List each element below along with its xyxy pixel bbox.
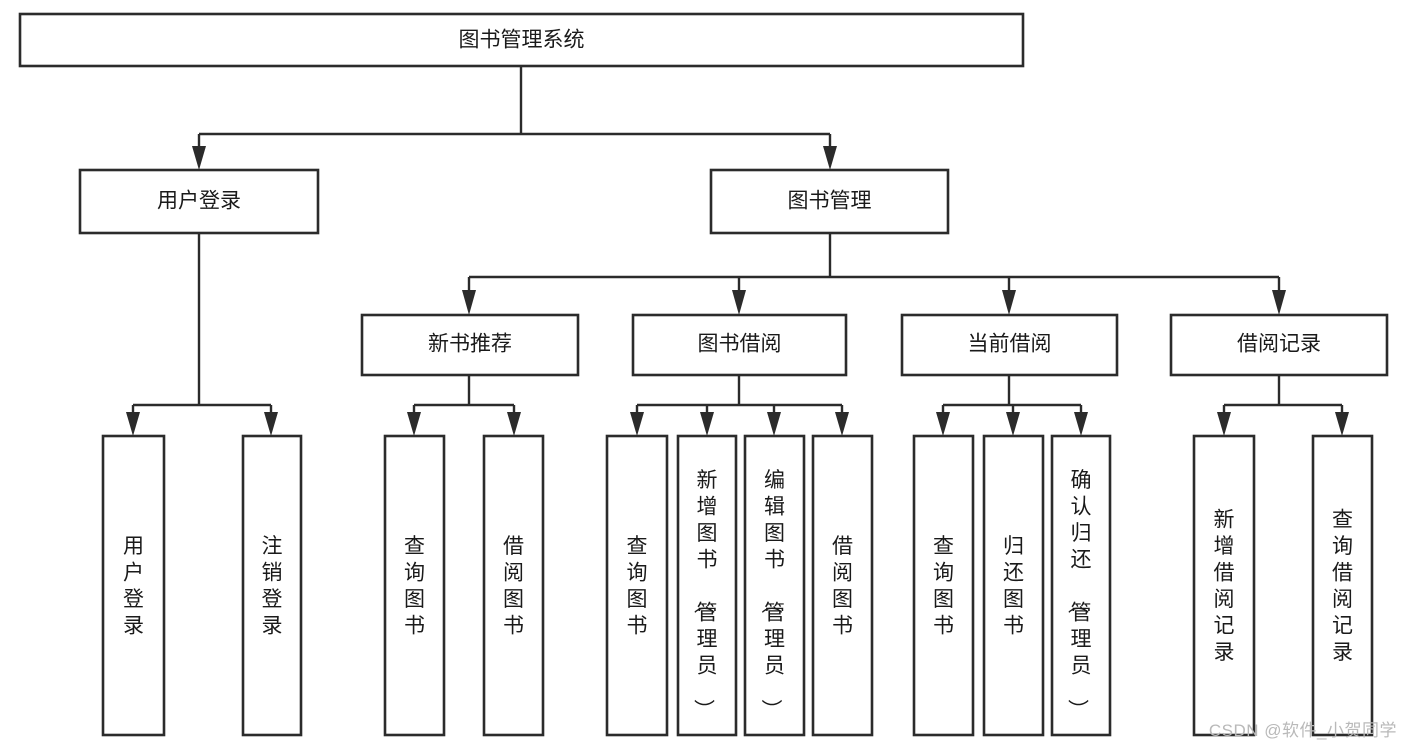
node-root-label: 图书管理系统 <box>459 29 585 52</box>
leaf-edit-book-admin-label: 编辑图书（管理员） <box>759 469 785 720</box>
leaf-borrow-book[interactable]: 借阅图书 <box>811 434 874 737</box>
connector-newbook-to-leaves <box>407 375 521 436</box>
arrow-head-icon <box>1272 290 1286 315</box>
leaf-borrow-book-rec-box[interactable] <box>482 434 545 737</box>
leaf-edit-book-admin[interactable]: 编辑图书（管理员） <box>743 434 806 737</box>
connector-userlogin-to-leaves <box>126 233 278 436</box>
leaf-add-book-admin-label: 新增图书（管理员） <box>692 469 718 720</box>
connector-root-to-level2 <box>192 66 837 170</box>
node-current-borrow-label: 当前借阅 <box>968 333 1052 356</box>
leaf-query-borrow-record-label: 查询借阅记录 <box>1332 509 1353 665</box>
arrow-head-icon <box>462 290 476 315</box>
arrow-head-icon <box>732 290 746 315</box>
connector-bookmanage-to-level3 <box>462 233 1286 315</box>
arrow-head-icon <box>126 412 140 436</box>
leaf-query-book-borrow-label: 查询图书 <box>627 535 648 638</box>
node-user-login[interactable]: 用户登录 <box>78 168 320 235</box>
arrow-head-icon <box>1002 290 1016 315</box>
leaf-borrow-book-rec[interactable]: 借阅图书 <box>482 434 545 737</box>
node-borrow-record-label: 借阅记录 <box>1237 333 1321 356</box>
node-current-borrow[interactable]: 当前借阅 <box>900 313 1119 377</box>
leaf-add-borrow-record-box[interactable] <box>1192 434 1256 737</box>
leaf-confirm-return-label: 确认归还（管理员） <box>1066 469 1092 720</box>
leaf-query-book-rec-label: 查询图书 <box>404 535 425 638</box>
node-root-box[interactable] <box>18 12 1025 68</box>
node-book-manage[interactable]: 图书管理 <box>709 168 950 235</box>
arrow-head-icon <box>1006 412 1020 436</box>
leaf-user-login-label: 用户登录 <box>123 535 144 638</box>
leaf-borrow-book-box[interactable] <box>811 434 874 737</box>
leaf-return-book-box[interactable] <box>982 434 1045 737</box>
arrow-head-icon <box>700 412 714 436</box>
leaf-query-book-borrow[interactable]: 查询图书 <box>605 434 669 737</box>
leaf-add-book-admin[interactable]: 新增图书（管理员） <box>676 434 738 737</box>
leaf-query-book-current[interactable]: 查询图书 <box>912 434 975 737</box>
leaf-node-layer: 用户登录 注销登录 查询图书 借阅图书 查询图书 新增图书（管理员） 编辑图书（管理员） 借阅… <box>101 434 1374 737</box>
leaf-query-book-rec-box[interactable] <box>383 434 446 737</box>
node-borrow-record[interactable]: 借阅记录 <box>1169 313 1389 377</box>
node-book-manage-box[interactable] <box>709 168 950 235</box>
arrow-head-icon <box>1335 412 1349 436</box>
node-root[interactable]: 图书管理系统 <box>18 12 1025 68</box>
arrow-head-icon <box>407 412 421 436</box>
leaf-query-borrow-record-box[interactable] <box>1311 434 1374 737</box>
leaf-add-borrow-record[interactable]: 新增借阅记录 <box>1192 434 1256 737</box>
arrow-head-icon <box>936 412 950 436</box>
node-new-book-recommend-box[interactable] <box>360 313 580 377</box>
connector-bookborrow-to-leaves <box>630 375 849 436</box>
leaf-query-book-current-box[interactable] <box>912 434 975 737</box>
leaf-logout[interactable]: 注销登录 <box>241 434 303 737</box>
node-borrow-record-box[interactable] <box>1169 313 1389 377</box>
node-new-book-recommend[interactable]: 新书推荐 <box>360 313 580 377</box>
leaf-edit-book-admin-box[interactable] <box>743 434 806 737</box>
node-current-borrow-box[interactable] <box>900 313 1119 377</box>
leaf-user-login[interactable]: 用户登录 <box>101 434 166 737</box>
leaf-return-book-label: 归还图书 <box>1003 535 1024 638</box>
node-book-manage-label: 图书管理 <box>788 190 872 213</box>
node-book-borrow[interactable]: 图书借阅 <box>631 313 848 377</box>
leaf-query-book-rec[interactable]: 查询图书 <box>383 434 446 737</box>
leaf-add-book-admin-box[interactable] <box>676 434 738 737</box>
arrow-head-icon <box>823 146 837 170</box>
connector-currentborrow-to-leaves <box>936 375 1088 436</box>
arrow-head-icon <box>767 412 781 436</box>
node-user-login-box[interactable] <box>78 168 320 235</box>
leaf-borrow-book-label: 借阅图书 <box>832 535 853 638</box>
arrow-head-icon <box>1074 412 1088 436</box>
arrow-head-icon <box>835 412 849 436</box>
leaf-return-book[interactable]: 归还图书 <box>982 434 1045 737</box>
arrow-head-icon <box>507 412 521 436</box>
leaf-logout-box[interactable] <box>241 434 303 737</box>
leaf-query-book-current-label: 查询图书 <box>933 535 954 638</box>
arrow-head-icon <box>264 412 278 436</box>
leaf-add-borrow-record-label: 新增借阅记录 <box>1214 509 1235 665</box>
leaf-user-login-box[interactable] <box>101 434 166 737</box>
leaf-query-borrow-record[interactable]: 查询借阅记录 <box>1311 434 1374 737</box>
arrow-head-icon <box>192 146 206 170</box>
leaf-borrow-book-rec-label: 借阅图书 <box>503 535 524 638</box>
leaf-logout-label: 注销登录 <box>262 535 283 638</box>
node-new-book-recommend-label: 新书推荐 <box>428 333 512 356</box>
node-book-borrow-box[interactable] <box>631 313 848 377</box>
leaf-query-book-borrow-box[interactable] <box>605 434 669 737</box>
arrow-head-icon <box>630 412 644 436</box>
node-book-borrow-label: 图书借阅 <box>698 333 782 356</box>
leaf-confirm-return[interactable]: 确认归还（管理员） <box>1050 434 1112 737</box>
arrow-head-icon <box>1217 412 1231 436</box>
leaf-confirm-return-box[interactable] <box>1050 434 1112 737</box>
connector-borrowrecord-to-leaves <box>1217 375 1349 436</box>
node-user-login-label: 用户登录 <box>157 190 241 213</box>
